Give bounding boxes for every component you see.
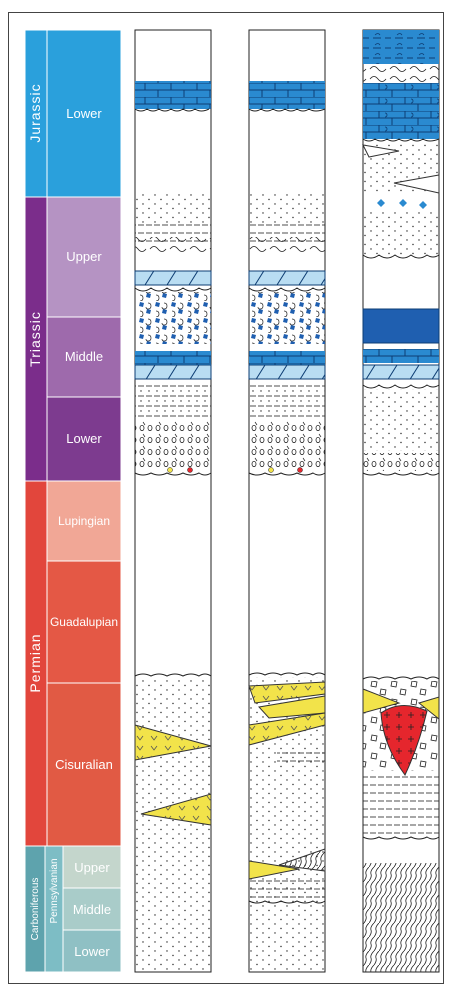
shale-bed-lower xyxy=(363,775,439,835)
limestone-bed-middle xyxy=(135,351,211,365)
dolomite-bed-middle xyxy=(249,365,325,379)
sandstone-bed-3 xyxy=(363,389,439,451)
epoch-triassic-upper-label: Upper xyxy=(66,249,102,264)
epoch-carboniferous-middle-label: Middle xyxy=(73,902,111,917)
sandstone-shale-bed xyxy=(135,193,211,223)
chart-canvas: Jurassic Lower Triassic Upper Middle Low… xyxy=(9,13,445,985)
section-column-1 xyxy=(135,30,211,972)
conglomerate-bed xyxy=(135,419,211,469)
limestone-fossil-bed xyxy=(363,83,439,139)
oolitic-limestone-bed xyxy=(135,292,211,344)
oolitic-limestone-bed xyxy=(249,292,325,344)
dolomite-bed-middle xyxy=(363,365,439,379)
epoch-permian-lupingian-label: Lupingian xyxy=(58,514,110,528)
conglomerate-bed xyxy=(249,419,325,469)
stratigraphic-chart: Jurassic Lower Triassic Upper Middle Low… xyxy=(8,12,444,984)
epoch-carboniferous-lower-label: Lower xyxy=(74,944,110,959)
metamorphic-basement xyxy=(363,863,439,972)
time-scale: Jurassic Lower Triassic Upper Middle Low… xyxy=(25,30,121,972)
dolomite-bed xyxy=(135,271,211,285)
epoch-permian-guadalupian-label: Guadalupian xyxy=(50,615,118,629)
dolomite-bed-middle xyxy=(135,365,211,379)
epoch-carboniferous-upper-label: Upper xyxy=(74,860,110,875)
subperiod-pennsylvanian-label: Pennsylvanian xyxy=(49,858,60,923)
dark-limestone-bed xyxy=(363,309,439,343)
limestone-bed-middle xyxy=(363,349,439,363)
siltstone-bed xyxy=(135,383,211,417)
period-carboniferous-label: Carboniferous xyxy=(30,878,41,941)
period-triassic-label: Triassic xyxy=(27,311,43,367)
sandstone-bed-2 xyxy=(363,211,439,255)
epoch-triassic-middle-label: Middle xyxy=(65,349,103,364)
epoch-triassic-lower-label: Lower xyxy=(66,431,102,446)
sandstone-shale-bed xyxy=(249,193,325,223)
marl-bed xyxy=(135,237,211,255)
limestone-bed xyxy=(249,81,325,109)
shale-bed-lower xyxy=(249,879,325,901)
limestone-bed-middle xyxy=(249,351,325,365)
limestone-bed xyxy=(135,81,211,109)
section-column-2 xyxy=(249,30,325,972)
epoch-permian-cisuralian-label: Cisuralian xyxy=(55,757,113,772)
marly-limestone-bed xyxy=(363,30,439,64)
marl-bed xyxy=(249,237,325,255)
sandstone-bed-lower xyxy=(135,678,211,972)
epoch-jurassic-lower-label: Lower xyxy=(66,106,102,121)
period-permian-label: Permian xyxy=(27,633,43,692)
period-jurassic-label: Jurassic xyxy=(27,83,43,142)
section-column-3 xyxy=(363,30,439,972)
marl-bed xyxy=(363,64,439,82)
shale-interbed xyxy=(277,747,325,767)
dolomite-bed xyxy=(249,271,325,285)
conglomerate-bed xyxy=(363,453,439,471)
siltstone-bed xyxy=(249,383,325,417)
